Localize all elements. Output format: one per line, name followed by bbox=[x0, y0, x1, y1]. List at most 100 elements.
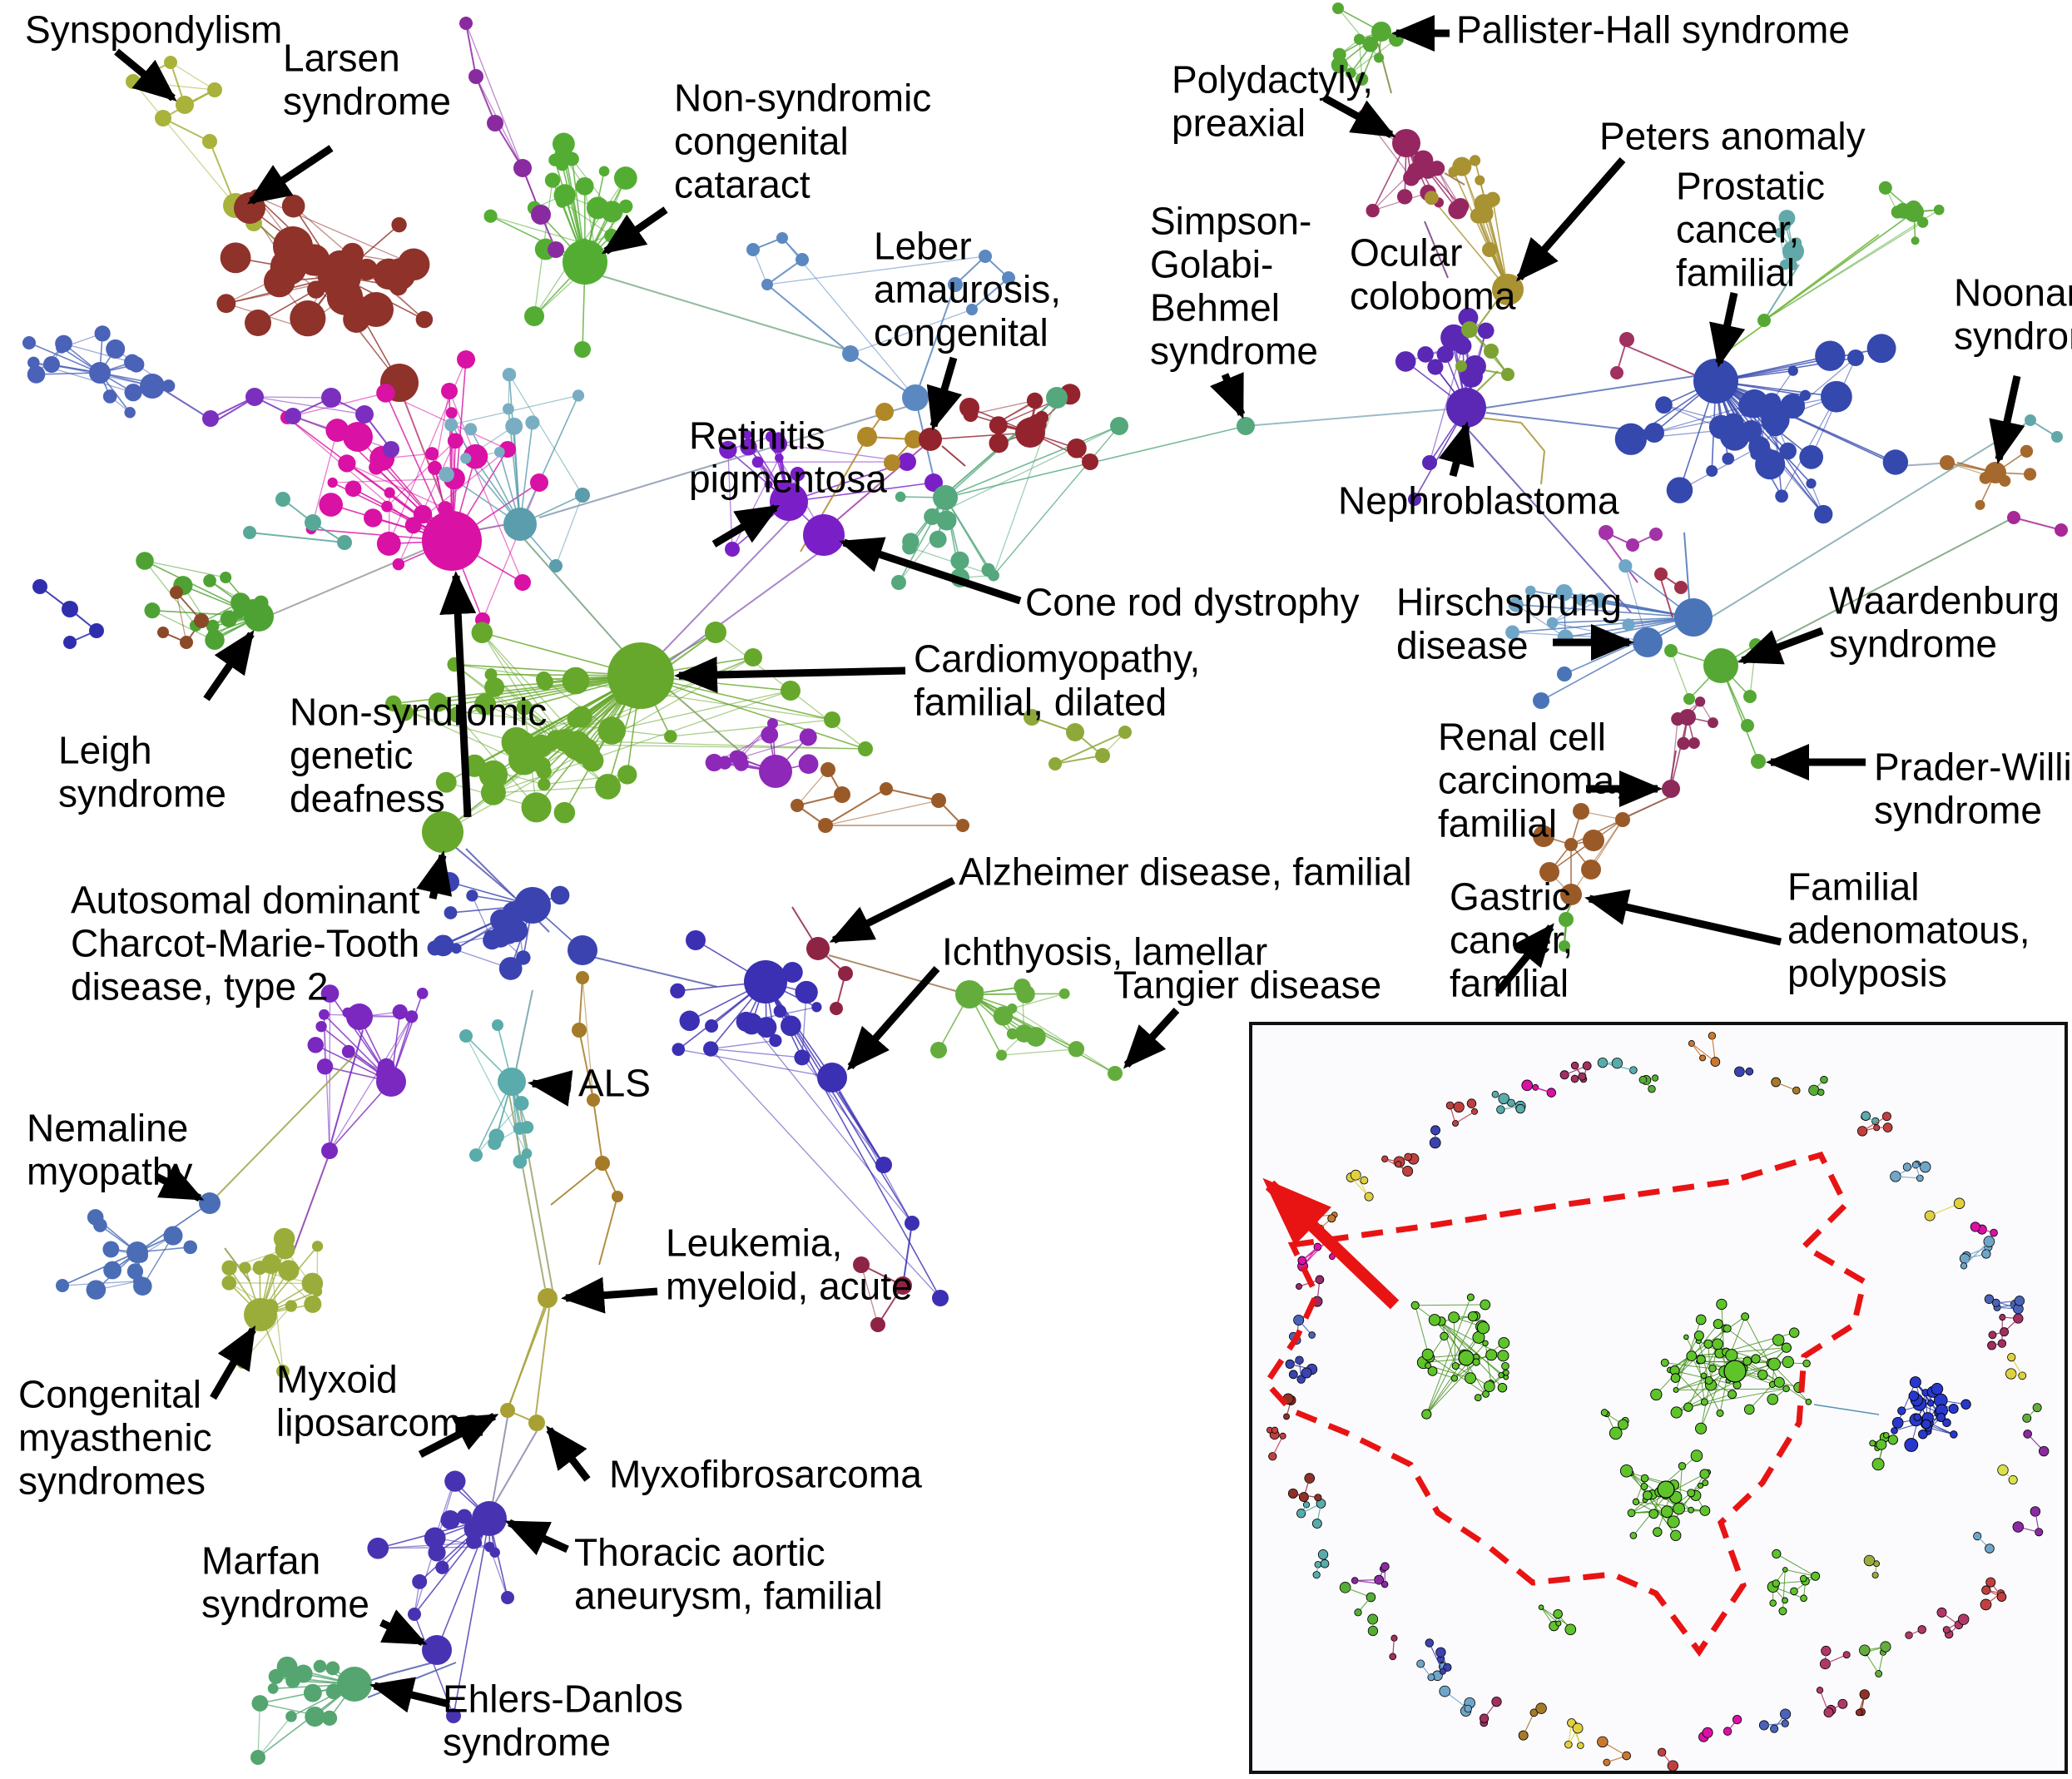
annotation-arrow bbox=[1123, 1007, 1180, 1069]
annotation-arrow bbox=[1495, 923, 1554, 994]
annotation-arrow bbox=[561, 1276, 658, 1314]
annotation-label: Peters anomaly bbox=[1599, 114, 1866, 157]
annotation-arrow bbox=[1438, 421, 1475, 478]
annotation-arrow bbox=[416, 850, 453, 900]
annotation-label: Ichthyosis, lamellar bbox=[942, 929, 1267, 973]
annotation-arrow bbox=[1737, 627, 1824, 665]
annotation-label: ALS bbox=[578, 1061, 651, 1104]
annotation-arrow bbox=[602, 206, 668, 255]
annotation-arrow bbox=[1210, 372, 1246, 419]
annotation-arrow bbox=[379, 1609, 428, 1647]
zoom-region-outline bbox=[1262, 1151, 1867, 1658]
annotation-arrow bbox=[418, 1413, 499, 1458]
annotation-arrow bbox=[546, 1425, 591, 1482]
inset-overview bbox=[1249, 1022, 2068, 1774]
annotation-arrow bbox=[1584, 889, 1782, 946]
annotation-arrow bbox=[829, 876, 956, 944]
annotation-nephroblastoma: Nephroblastoma bbox=[1338, 421, 1619, 522]
annotation-cardiomyopathy: Cardiomyopathy,familial, dilated bbox=[674, 637, 1200, 723]
annotation-label: Nephroblastoma bbox=[1338, 478, 1619, 522]
annotation-leukemia-myeloid: Leukemia,myeloid, acute bbox=[561, 1221, 913, 1314]
annotation-label: Cone rod dystrophy bbox=[1025, 580, 1359, 623]
annotation-arrow bbox=[1516, 157, 1626, 282]
inset-white-patch bbox=[1258, 1038, 1383, 1132]
zoom-arrow bbox=[1262, 1177, 1400, 1310]
annotation-noonan-syndrome: Noonansyndrome bbox=[1954, 270, 2072, 464]
annotation-arrow bbox=[369, 1677, 451, 1713]
annotation-arrow bbox=[504, 1519, 569, 1556]
annotation-arrow bbox=[1989, 375, 2025, 464]
annotation-arrow bbox=[247, 145, 334, 205]
annotation-arrow bbox=[114, 48, 177, 102]
annotation-tangier: Tangier disease bbox=[1113, 963, 1381, 1069]
annotation-label: Leukemia,myeloid, acute bbox=[666, 1221, 913, 1307]
annotation-label: Synspondylism bbox=[25, 7, 282, 51]
annotation-arrow bbox=[711, 504, 781, 548]
annotation-arrow bbox=[1322, 95, 1396, 138]
annotation-polydactyly-preaxial: Polydactyly,preaxial bbox=[1172, 57, 1396, 144]
annotation-label: Cardiomyopathy,familial, dilated bbox=[914, 637, 1200, 723]
network-nodes bbox=[22, 2, 2068, 1765]
annotation-arrow bbox=[439, 571, 477, 818]
annotation-label: Pallister-Hall syndrome bbox=[1456, 7, 1850, 51]
annotation-arrow bbox=[210, 1325, 256, 1400]
annotation-label: Polydactyly,preaxial bbox=[1172, 57, 1373, 144]
annotation-label: Alzheimer disease, familial bbox=[959, 850, 1412, 893]
annotation-pallister-hall: Pallister-Hall syndrome bbox=[1391, 7, 1850, 52]
annotation-label: Myxofibrosarcoma bbox=[609, 1452, 922, 1495]
annotation-cone-rod-dystrophy: Cone rod dystrophy bbox=[839, 537, 1359, 623]
annotation-arrow bbox=[674, 656, 906, 693]
annotation-ichthyosis: Ichthyosis, lamellar bbox=[847, 929, 1267, 1071]
annotation-als: ALS bbox=[528, 1061, 651, 1107]
annotation-arrow bbox=[154, 1164, 205, 1202]
annotation-arrow bbox=[203, 630, 255, 701]
annotation-synspondylism: Synspondylism bbox=[25, 7, 282, 102]
annotation-peters-anomaly: Peters anomaly bbox=[1516, 114, 1866, 282]
annotation-arrow bbox=[839, 537, 1022, 605]
annotation-alzheimer: Alzheimer disease, familial bbox=[829, 850, 1412, 944]
